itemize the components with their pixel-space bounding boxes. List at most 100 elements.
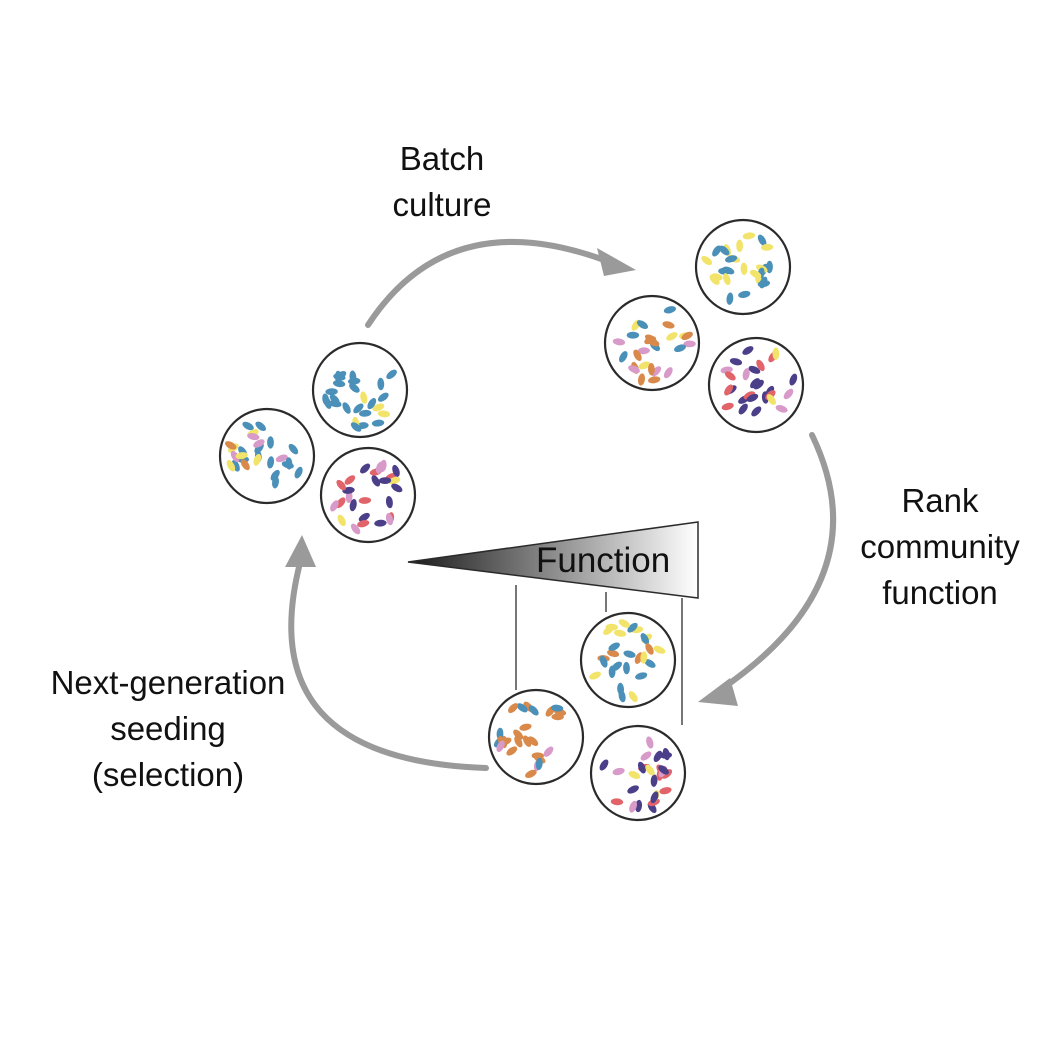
microbe-cell xyxy=(516,703,528,713)
microbe-cell xyxy=(618,619,630,628)
microbe-cell xyxy=(358,512,370,522)
microbe-cell xyxy=(330,500,339,512)
microbe-cell xyxy=(226,460,236,472)
microbe-cell xyxy=(662,321,675,329)
microbe-cell xyxy=(748,365,761,374)
microbe-cell xyxy=(613,629,627,637)
microbe-cell xyxy=(270,469,280,481)
microbe-cell xyxy=(385,495,393,509)
microbe-cell xyxy=(353,403,364,414)
microbe-cell xyxy=(627,785,639,794)
dish-circle xyxy=(319,446,417,544)
microbe-cell xyxy=(235,452,248,460)
microbe-cell xyxy=(225,441,237,450)
microbe-cell xyxy=(666,332,678,341)
microbe-cell xyxy=(659,787,672,795)
microbe-cell xyxy=(385,513,394,526)
function-gradient-wedge xyxy=(407,521,699,599)
microbe-cell xyxy=(551,713,564,721)
microbe-cell xyxy=(637,761,646,774)
microbe-cell xyxy=(322,393,330,406)
microbe-cell xyxy=(640,651,648,664)
microbe-cell xyxy=(753,379,764,390)
microbe-cell xyxy=(336,479,346,491)
microbe-cell xyxy=(712,245,722,257)
microbe-cell xyxy=(358,497,372,504)
microbe-cell xyxy=(506,746,518,756)
label-next-line-2: seeding xyxy=(110,710,226,747)
microbe-cell xyxy=(377,392,389,402)
microbe-cell xyxy=(725,255,738,263)
microbe-cell xyxy=(608,642,620,651)
microbe-cell xyxy=(294,466,303,479)
microbe-cell xyxy=(663,367,673,379)
microbe-cell xyxy=(645,764,655,776)
microbe-cell xyxy=(721,402,734,411)
microbe-cell xyxy=(350,523,361,535)
microbe-cell xyxy=(349,383,360,393)
microbe-cell xyxy=(334,370,342,384)
microbe-cell xyxy=(636,320,649,330)
dish-circle xyxy=(589,724,687,822)
microbe-cell xyxy=(392,464,400,477)
microbe-cell xyxy=(285,457,293,470)
microbe-cell xyxy=(724,371,736,381)
microbe-cell xyxy=(640,751,652,761)
microbe-cell xyxy=(627,622,638,633)
microbe-cell xyxy=(766,260,773,274)
label-next-line-3: (selection) xyxy=(91,756,245,793)
community-start-right xyxy=(319,446,417,544)
microbe-cell xyxy=(647,363,655,376)
microbe-cell xyxy=(253,439,265,448)
label-rank-line-3: function xyxy=(882,574,998,611)
microbe-cell xyxy=(240,459,250,471)
microbe-cell xyxy=(255,421,266,432)
microbe-cell xyxy=(527,736,539,747)
microbe-cell xyxy=(599,655,608,668)
microbe-cell xyxy=(783,388,794,400)
microbe-cell xyxy=(605,623,618,631)
microbe-cell xyxy=(528,705,539,716)
microbe-cell xyxy=(674,344,686,353)
microbe-cell xyxy=(718,267,731,275)
microbe-cell xyxy=(628,771,641,779)
label-batch-line-2: culture xyxy=(392,186,492,223)
microbe-cell xyxy=(612,338,626,346)
microbe-cell xyxy=(638,373,645,386)
microbe-cell xyxy=(729,358,743,366)
microbe-cell xyxy=(738,290,751,298)
microbe-cell xyxy=(611,661,622,672)
label-batch-line-1: Batch xyxy=(399,140,485,177)
microbe-cell xyxy=(612,767,625,776)
microbe-cell xyxy=(742,346,754,355)
community-grown-right xyxy=(707,336,805,434)
microbe-cell xyxy=(653,750,663,763)
microbe-cell xyxy=(623,650,636,658)
label-function: Function xyxy=(536,541,671,580)
arrow-next-generation xyxy=(285,535,489,771)
microbe-cell xyxy=(759,276,768,289)
community-dishes xyxy=(218,218,805,822)
microbe-cell xyxy=(756,359,765,372)
microbe-cell xyxy=(628,365,640,374)
microbe-cell xyxy=(371,475,381,487)
microbe-cell xyxy=(644,659,656,668)
microbe-cell xyxy=(726,292,734,305)
microbe-cell xyxy=(772,347,780,360)
microbe-cell xyxy=(653,645,666,654)
microbe-cell xyxy=(766,394,776,405)
microbe-cell xyxy=(663,306,676,314)
microbe-cell xyxy=(525,769,537,778)
microbe-cell xyxy=(645,643,654,655)
microbe-cell xyxy=(367,398,377,410)
microbe-cell xyxy=(374,519,387,527)
microbe-cell xyxy=(701,255,713,266)
microbe-cell xyxy=(336,497,346,509)
microbe-cell xyxy=(543,746,554,757)
microbe-cell xyxy=(375,461,384,474)
microbe-cell xyxy=(610,798,624,806)
microbe-cell xyxy=(357,520,370,528)
microbe-cell xyxy=(617,682,625,696)
microbe-cell xyxy=(619,351,628,363)
microbe-cell xyxy=(360,391,368,404)
